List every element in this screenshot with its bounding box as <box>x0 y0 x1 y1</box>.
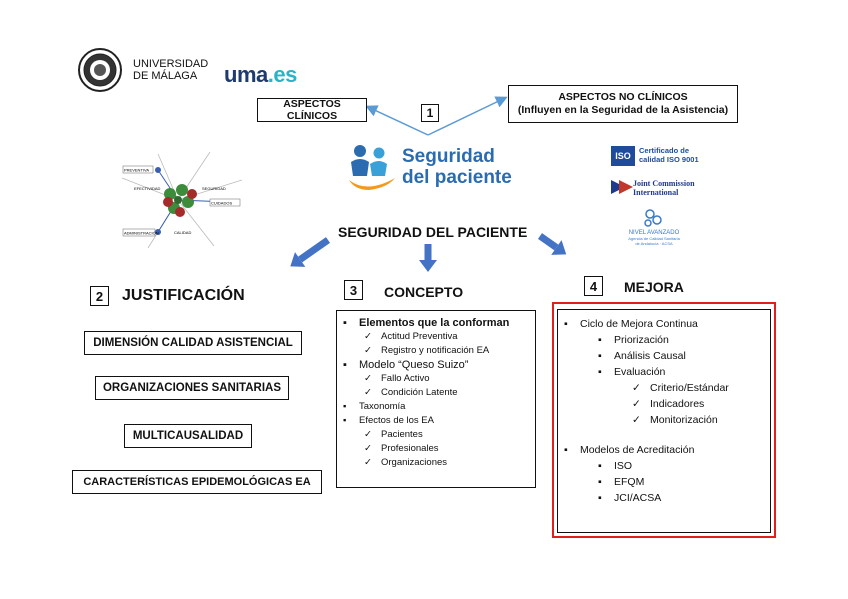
uma-logo: uma.es <box>224 62 297 88</box>
mejora-ciclo: Ciclo de Mejora Continua <box>558 316 770 332</box>
mejora-criterio: Criterio/Estándar <box>558 380 770 396</box>
seguridad-paciente-logo: Seguridad del paciente <box>347 140 527 196</box>
concepto-actitud: Actitud Preventiva <box>337 330 535 344</box>
iso-badge: ISO <box>611 146 635 166</box>
number-2-box: 2 <box>90 286 109 306</box>
mejora-title: MEJORA <box>624 279 684 295</box>
uma-suffix: .es <box>267 62 298 87</box>
concepto-taxonomia: Taxonomía <box>337 400 535 414</box>
acsa-logo: NIVEL AVANZADO Agencia de Calidad Sanita… <box>624 208 684 258</box>
number-3-box: 3 <box>344 280 363 300</box>
concepto-efectos: Efectos de los EA <box>337 414 535 428</box>
people-hands-icon <box>349 145 395 190</box>
acsa-emblem-icon <box>644 209 662 227</box>
mejora-monitorizacion: Monitorización <box>558 412 770 428</box>
center-title: SEGURIDAD DEL PACIENTE <box>338 224 528 240</box>
university-name: UNIVERSIDAD DE MÁLAGA <box>133 58 208 82</box>
acsa-line1: NIVEL AVANZADO <box>628 230 680 236</box>
network-label-1: PREVENTIVA <box>124 168 149 173</box>
number-4-box: 4 <box>584 276 603 296</box>
mejora-priorizacion: Priorización <box>558 332 770 348</box>
seguridad-line1: Seguridad <box>402 146 495 167</box>
concepto-registro: Registro y notificación EA <box>337 344 535 358</box>
quality-network-diagram: PREVENTIVA EFECTIVIDAD SEGURIDAD CUIDADO… <box>118 150 250 250</box>
jci-line2: International <box>633 188 679 197</box>
concepto-box: Elementos que la conforman Actitud Preve… <box>336 310 536 488</box>
arrow-down <box>419 244 437 272</box>
mejora-indicadores: Indicadores <box>558 396 770 412</box>
acsa-text: NIVEL AVANZADO Agencia de Calidad Sanita… <box>624 230 684 246</box>
concepto-fallo: Fallo Activo <box>337 372 535 386</box>
dimension-calidad-label: DIMENSIÓN CALIDAD ASISTENCIAL <box>93 337 293 349</box>
mejora-evaluacion: Evaluación <box>558 364 770 380</box>
jci-emblem-icon <box>611 180 633 194</box>
mejora-highlight-frame <box>552 302 776 538</box>
caracteristicas-label: CARACTERÍSTICAS EPIDEMOLÓGICAS EA <box>83 476 311 488</box>
justificacion-title: JUSTIFICACIÓN <box>122 287 245 304</box>
mejora-list: Ciclo de Mejora Continua Priorización An… <box>558 316 770 506</box>
line-to-no-clinicos <box>427 96 508 136</box>
university-line2: DE MÁLAGA <box>133 70 198 82</box>
no-clinicos-title: ASPECTOS NO CLÍNICOS <box>558 91 688 103</box>
acsa-line3: de Andalucía · ACSA <box>635 241 673 246</box>
network-label-4: CUIDADOS <box>211 201 232 206</box>
aspectos-clinicos-label: ASPECTOS CLÍNICOS <box>283 98 341 122</box>
concepto-pacientes: Pacientes <box>337 428 535 442</box>
iso-line1: Certificado de <box>639 146 690 155</box>
network-label-2: EFECTIVIDAD <box>134 186 161 191</box>
concepto-organizaciones: Organizaciones <box>337 456 535 470</box>
concepto-title: CONCEPTO <box>384 284 464 300</box>
caracteristicas-box: CARACTERÍSTICAS EPIDEMOLÓGICAS EA <box>72 470 322 494</box>
no-clinicos-subtitle: (Influyen en la Seguridad de la Asistenc… <box>517 104 729 116</box>
mejora-jci: JCI/ACSA <box>558 490 770 506</box>
seguridad-text: Seguridad del paciente <box>402 146 512 188</box>
mejora-iso: ISO <box>558 458 770 474</box>
organizaciones-sanitarias-box: ORGANIZACIONES SANITARIAS <box>95 376 289 400</box>
network-label-5: ADMINISTRACIÓN <box>124 231 159 236</box>
iso-text: Certificado de calidad ISO 9001 <box>639 146 699 164</box>
mejora-box: Ciclo de Mejora Continua Priorización An… <box>557 309 771 533</box>
concepto-condicion: Condición Latente <box>337 386 535 400</box>
mejora-efqm: EFQM <box>558 474 770 490</box>
concepto-elementos: Elementos que la conforman <box>337 316 535 330</box>
arrow-left <box>290 237 331 267</box>
number-1-label: 1 <box>426 106 434 120</box>
aspectos-clinicos-box: ASPECTOS CLÍNICOS <box>257 98 367 122</box>
multicausalidad-box: MULTICAUSALIDAD <box>124 424 252 448</box>
jci-line1: Joint Commission <box>633 179 695 188</box>
concepto-list: Elementos que la conforman Actitud Preve… <box>337 316 535 470</box>
number-4-label: 4 <box>589 278 598 294</box>
concepto-modelo: Modelo “Queso Suizo” <box>337 358 535 372</box>
organizaciones-sanitarias-label: ORGANIZACIONES SANITARIAS <box>102 382 282 394</box>
university-line1: UNIVERSIDAD <box>133 58 209 70</box>
number-2-label: 2 <box>95 288 104 304</box>
mejora-spacer <box>558 428 770 442</box>
jci-text: Joint Commission International <box>633 179 695 197</box>
multicausalidad-label: MULTICAUSALIDAD <box>132 430 244 442</box>
university-seal-icon <box>78 48 122 92</box>
uma-text: uma <box>224 62 268 87</box>
line-to-clinicos <box>365 105 429 136</box>
arrow-right <box>537 233 567 255</box>
acsa-line2: Agencia de Calidad Sanitaria <box>628 236 680 241</box>
iso-line2: calidad ISO 9001 <box>639 155 699 164</box>
number-1-box: 1 <box>421 104 439 122</box>
concepto-profesionales: Profesionales <box>337 442 535 456</box>
number-3-label: 3 <box>349 282 358 298</box>
seguridad-line2: del paciente <box>402 167 512 188</box>
mejora-modelos: Modelos de Acreditación <box>558 442 770 458</box>
aspectos-no-clinicos-box: ASPECTOS NO CLÍNICOS (Influyen en la Seg… <box>508 85 738 123</box>
dimension-calidad-box: DIMENSIÓN CALIDAD ASISTENCIAL <box>84 331 302 355</box>
mejora-analisis: Análisis Causal <box>558 348 770 364</box>
network-label-3: SEGURIDAD <box>202 186 226 191</box>
network-label-6: CALIDAD <box>174 230 191 235</box>
